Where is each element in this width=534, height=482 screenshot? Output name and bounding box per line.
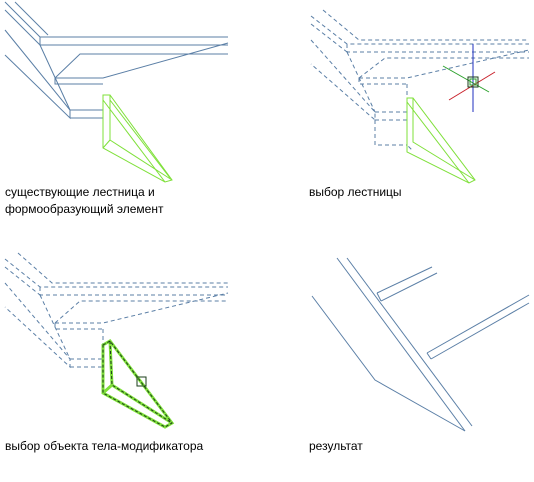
caption-line: результат xyxy=(309,439,363,453)
stair-drawing-result xyxy=(311,257,530,432)
panel-result: результат xyxy=(267,241,534,482)
caption-line: формообразующий элемент xyxy=(5,202,164,216)
stair-drawing-existing xyxy=(4,1,229,183)
caption: выбор объекта тела-модификатора xyxy=(5,438,203,455)
stair-drawing-selected xyxy=(310,9,530,184)
stair-drawing-modifier xyxy=(4,252,229,429)
panel-select-stair: выбор лестницы xyxy=(267,0,534,241)
pick-box xyxy=(136,376,147,387)
caption-line: выбор лестницы xyxy=(309,185,402,199)
caption: существующие лестница и формообразующий … xyxy=(5,184,163,218)
ucs-cursor xyxy=(442,44,496,112)
caption-line: выбор объекта тела-модификатора xyxy=(5,439,204,453)
caption: выбор лестницы xyxy=(309,184,402,201)
panel-existing: существующие лестница и формообразующий … xyxy=(0,0,267,241)
panel-select-modifier: выбор объекта тела-модификатора xyxy=(0,241,267,482)
caption-line: существующие лестница и xyxy=(5,185,155,199)
caption: результат xyxy=(309,438,363,455)
